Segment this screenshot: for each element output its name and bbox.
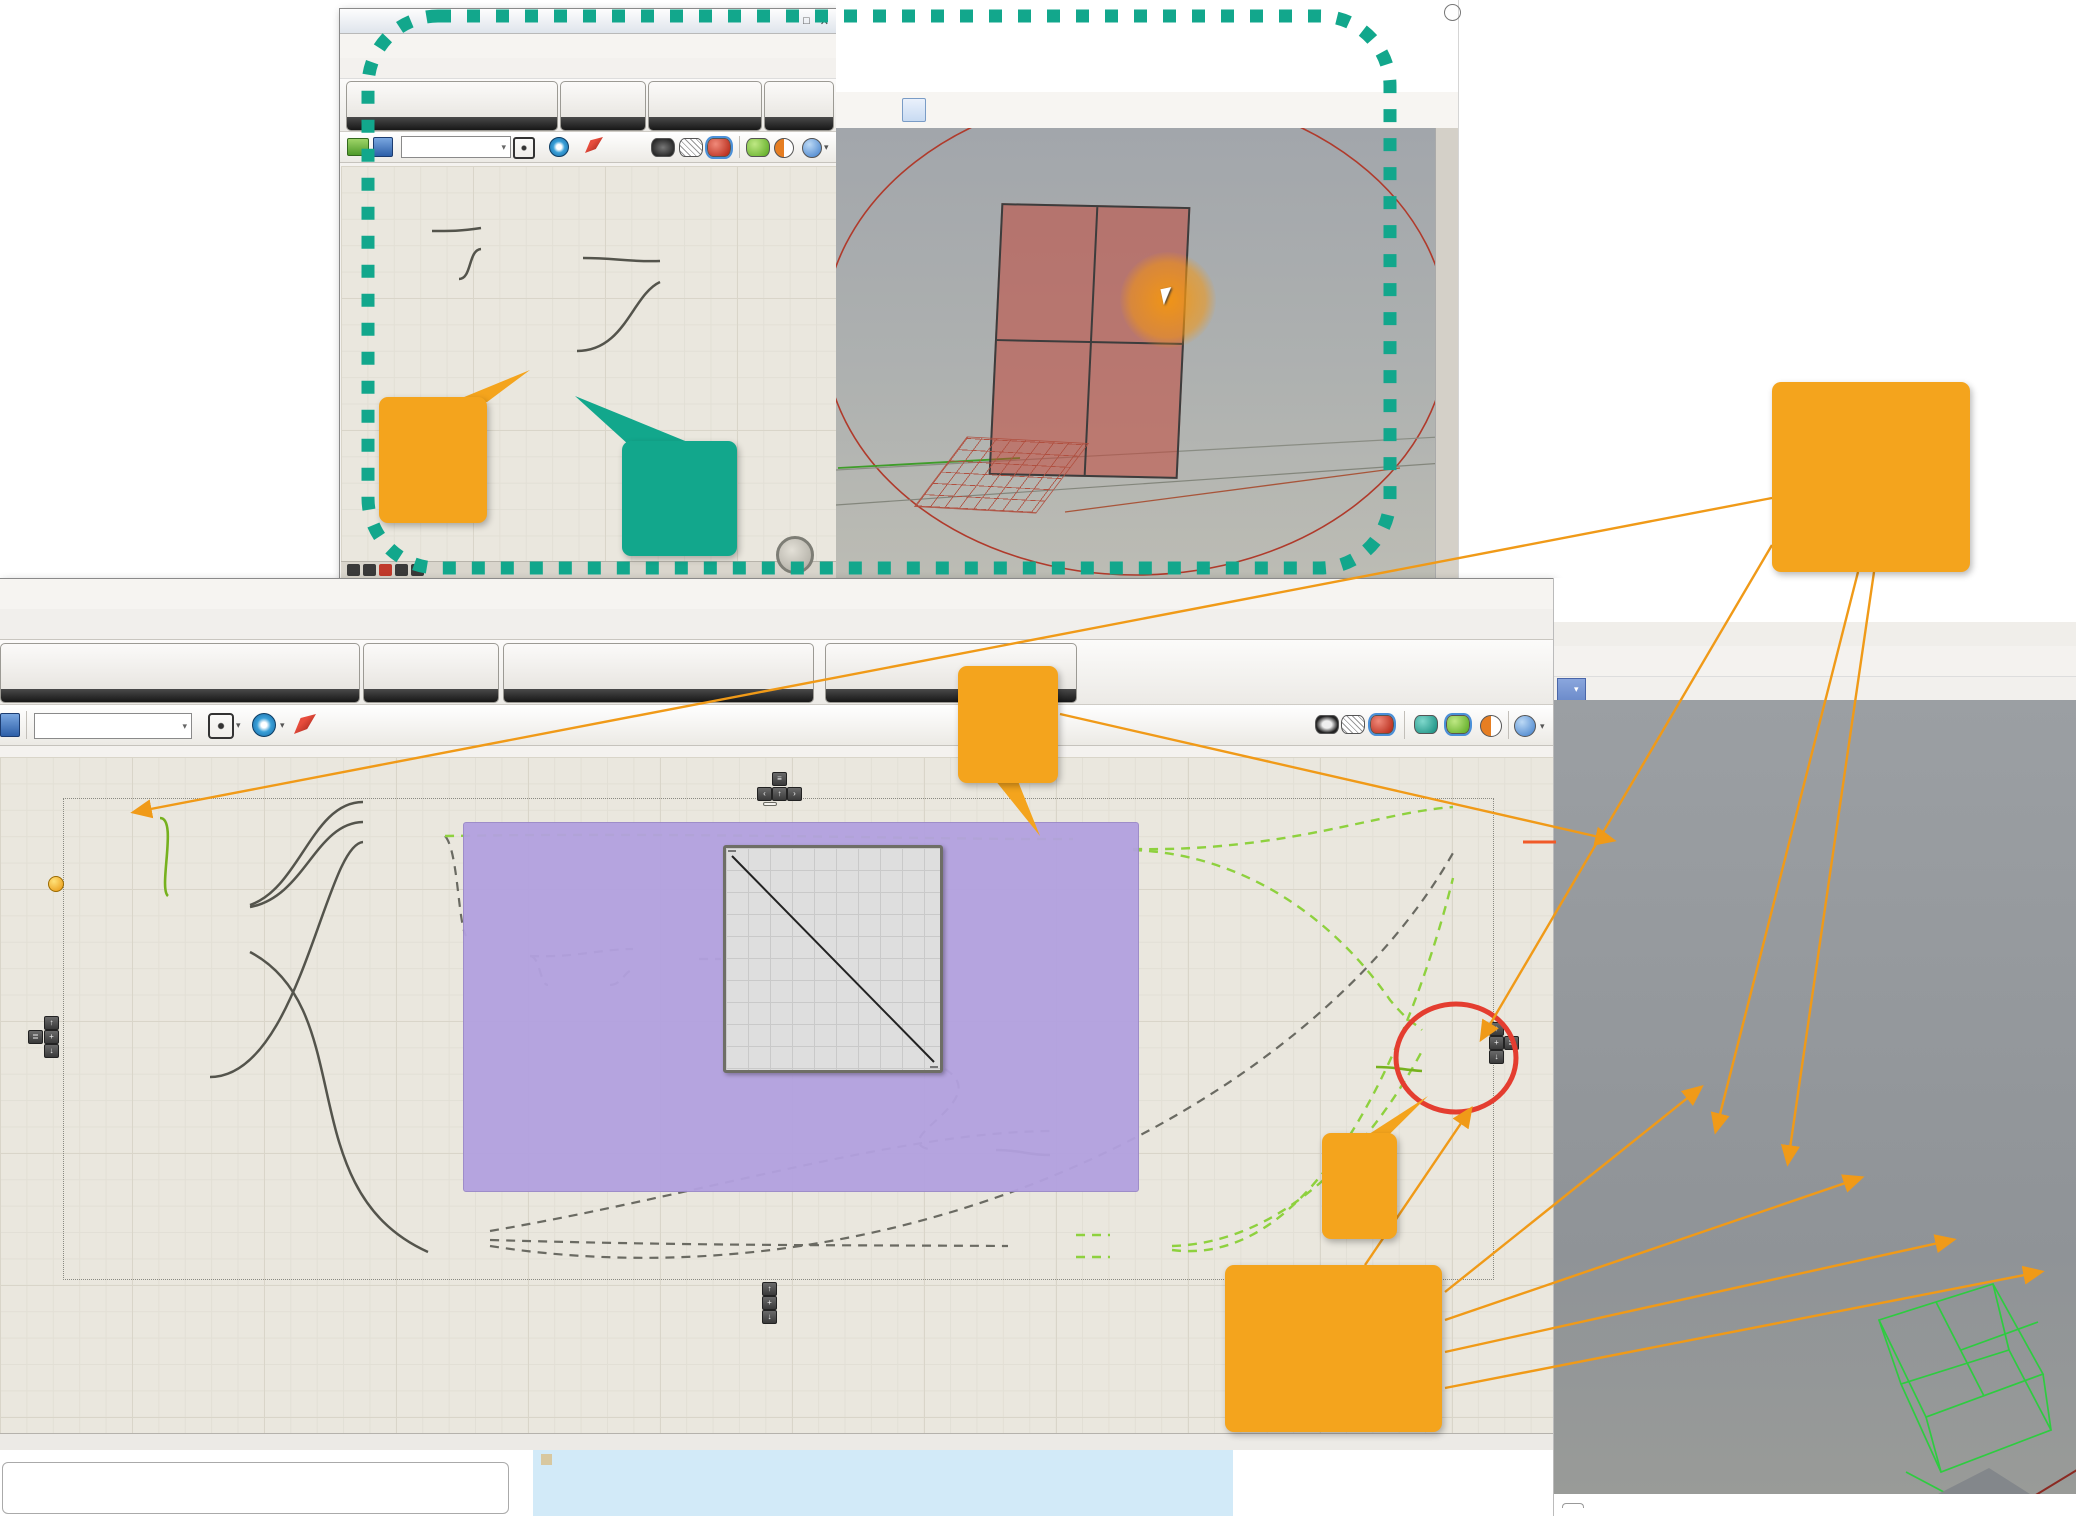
canvas-nav-icons[interactable] [347, 564, 424, 576]
preview-teal-icon[interactable] [1414, 715, 1438, 734]
canvas-widget-up[interactable]: ↑ [44, 1016, 59, 1030]
blue-caret[interactable]: ▾ [1540, 721, 1545, 731]
callout-tiny-planes [1225, 1265, 1442, 1432]
rhino-window-top [836, 0, 1461, 578]
top-window-titlebar[interactable]: –□ ✕ [340, 9, 837, 34]
toolbar-group-input[interactable] [503, 643, 814, 703]
display-mode-dark-icon[interactable] [651, 138, 675, 157]
callout-no-curves [1322, 1133, 1397, 1239]
top-canvas-toolbar: ▾ ▾ [340, 132, 837, 163]
canvas-compass[interactable] [776, 536, 814, 574]
nav-up-button[interactable]: ↑ [772, 787, 787, 801]
viewport-tabs-bar [1554, 1494, 2076, 1516]
command-area[interactable] [1554, 578, 2076, 623]
rhino-toolbar-row [836, 92, 1458, 129]
toolbar-group-geometry[interactable] [0, 643, 360, 703]
toolbar-group-util[interactable] [764, 81, 834, 131]
rhino-viewport-right[interactable]: y z x [1554, 700, 2076, 1494]
top-canvas-bottom-strip [341, 561, 836, 579]
forum-avatar [541, 1454, 552, 1465]
toolbar-group-primitive[interactable] [363, 643, 499, 703]
forum-strip [0, 1450, 1553, 1516]
reply-box[interactable] [2, 1462, 509, 1514]
preview-blue-icon[interactable] [802, 138, 822, 158]
callout-tutorial [622, 441, 737, 556]
graph-corner-br [930, 1066, 938, 1068]
panel-icon[interactable] [902, 98, 926, 122]
rhino-side-toolbar [1435, 128, 1458, 578]
metaball-widget-down[interactable]: ↓ [1489, 1050, 1504, 1064]
maximize-icon[interactable]: □ [803, 14, 810, 27]
display-wire-icon[interactable] [1341, 715, 1365, 734]
close-icon[interactable]: ✕ [819, 15, 829, 28]
toolbar-group-primitive[interactable] [560, 81, 646, 131]
metaball-widget-grip[interactable]: ≣ [1504, 1036, 1519, 1050]
graph-corner-tl [728, 850, 736, 852]
canvas-widget-down[interactable]: ↓ [44, 1044, 59, 1058]
viewport-tab-perspective[interactable] [1562, 1502, 1584, 1508]
canvas-widget-grip[interactable]: ≣ [28, 1030, 43, 1044]
graph-mapper-label [763, 802, 777, 806]
rhino-icon-row [1554, 646, 2076, 677]
gm-bottom-widget-down[interactable]: ↓ [762, 1310, 777, 1324]
preview-half-icon[interactable] [774, 138, 794, 158]
gm-bottom-widget-up[interactable]: ↑ [762, 1282, 777, 1296]
bottom-canvas-toolbar: ▾ ▾ ▾ ▾ [0, 705, 1553, 746]
preview-eye-icon[interactable] [252, 713, 276, 737]
preview-eye-icon[interactable] [549, 137, 569, 157]
axis-gizmo: y z x [1554, 700, 2076, 1494]
sketch-pen-icon[interactable] [294, 714, 316, 734]
toolbar-group-input[interactable] [648, 81, 762, 131]
save-icon[interactable] [373, 137, 393, 157]
menu-list-icon[interactable]: ≡ [772, 772, 787, 786]
rhino-window-right: ▾ y z x [1553, 578, 2076, 1516]
top-window-toolbar [340, 79, 837, 132]
gm-bottom-widget-plus[interactable]: + [762, 1296, 777, 1310]
rhino-viewport-top[interactable] [836, 128, 1458, 578]
info-icon[interactable] [1444, 4, 1461, 21]
rhino-tabs-row [836, 64, 1458, 93]
zoom-caret[interactable]: ▾ [236, 720, 241, 730]
display-open-icon[interactable] [1315, 715, 1339, 734]
preview-half-icon[interactable] [1480, 715, 1502, 737]
display-mode-shaded-icon[interactable] [705, 136, 733, 159]
preview-dropdown-caret[interactable]: ▾ [824, 142, 829, 152]
display-mode-wire-icon[interactable] [679, 138, 703, 157]
zoom-extents-icon[interactable] [513, 137, 535, 159]
nav-right-button[interactable]: › [787, 787, 802, 801]
viewport-title-caret[interactable]: ▾ [1574, 684, 1579, 694]
preview-green-icon[interactable] [1444, 713, 1472, 736]
warning-balloon[interactable] [48, 876, 64, 892]
preview-green-icon[interactable] [746, 138, 770, 157]
viewport-title-tab[interactable]: ▾ [1557, 678, 1586, 701]
zoom-dropdown[interactable]: ▾ [401, 136, 511, 158]
preview-blue-icon[interactable] [1514, 715, 1536, 737]
zoom-dropdown[interactable]: ▾ [34, 713, 192, 739]
canvas-widget-plus[interactable]: + [44, 1030, 59, 1044]
open-file-icon[interactable] [347, 138, 369, 156]
top-window-tab-letters [340, 58, 837, 79]
callout-what-plane [379, 397, 487, 523]
top-window-menubar [340, 34, 837, 58]
toolbar-group-geometry[interactable] [346, 81, 558, 131]
bottom-status-bar [0, 1433, 1553, 1451]
graph-mapper[interactable] [723, 845, 943, 1073]
rhino-right-tabs [1554, 622, 2076, 647]
zoom-extents-icon[interactable] [208, 713, 234, 739]
save-icon[interactable] [0, 713, 20, 737]
callout-my-faces [1772, 382, 1970, 572]
bottom-window-menubar [0, 579, 1553, 609]
forum-quote[interactable] [533, 1450, 1233, 1516]
eye-caret[interactable]: ▾ [280, 720, 285, 730]
nav-left-button[interactable]: ‹ [757, 787, 772, 801]
metaball-widget-up[interactable]: ↑ [1489, 1022, 1504, 1036]
sketch-pen-icon[interactable] [585, 137, 603, 153]
metaball-widget-plus[interactable]: + [1489, 1036, 1504, 1050]
bottom-window-toolbar [0, 640, 1553, 705]
minimize-icon[interactable]: – [787, 14, 794, 27]
bottom-window-tabs [0, 609, 1553, 640]
display-shaded-icon[interactable] [1368, 713, 1396, 736]
callout-collections [958, 666, 1058, 783]
